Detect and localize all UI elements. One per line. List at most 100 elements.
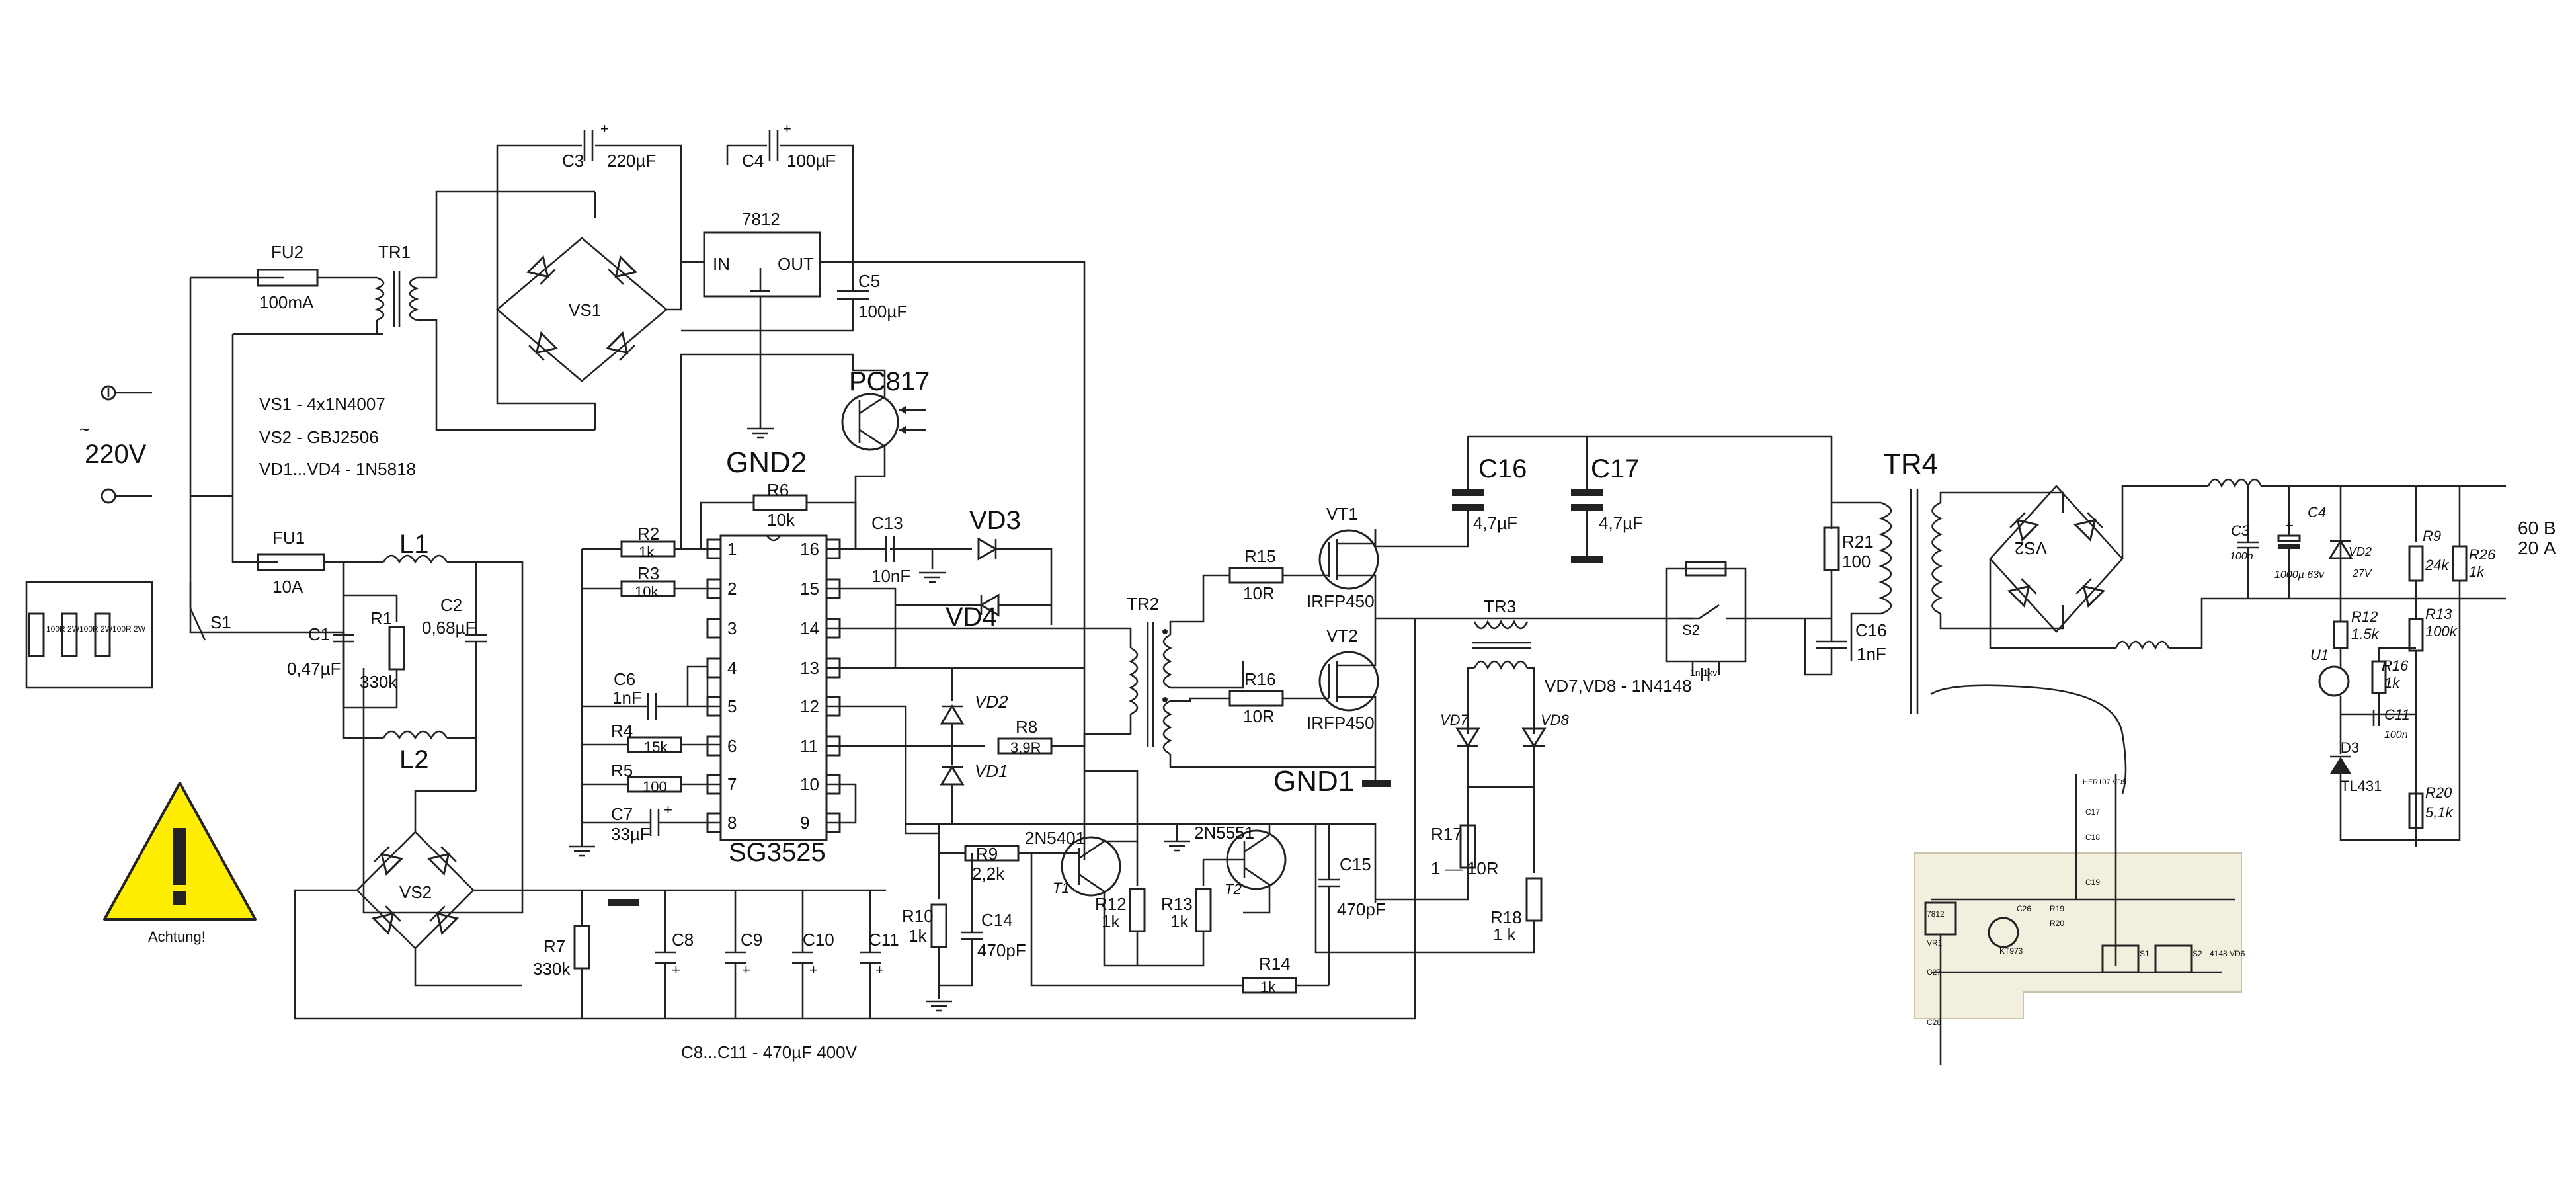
svg-text:1 — 10R: 1 — 10R: [1431, 858, 1499, 878]
svg-text:10nF: 10nF: [871, 566, 910, 586]
resistor-r2: R2 1k: [582, 524, 721, 560]
choke-l1: L1: [362, 530, 524, 914]
resistor-r18: R18 1 k: [1314, 824, 1543, 954]
svg-text:2N5551: 2N5551: [1194, 823, 1254, 843]
switch-s1: S1: [189, 582, 231, 641]
ic-pin-right-label: 10: [800, 774, 819, 794]
svg-text:FU2: FU2: [271, 242, 303, 262]
svg-text:C7: C7: [611, 804, 633, 824]
cap-c2: C2 0,68µF: [422, 562, 487, 738]
note-vd: VD1...VD4 - 1N5818: [259, 459, 416, 479]
fuse-fu2: FU2 100mA: [190, 242, 377, 312]
svg-text:IRFP450: IRFP450: [1307, 591, 1375, 611]
aux-board: 7812 VR1 KT973 C26 R19 R20 C17 C18 C19 H…: [1914, 684, 2245, 1065]
svg-text:R10: R10: [902, 906, 934, 926]
svg-text:R2: R2: [637, 524, 659, 544]
svg-text:C5: C5: [858, 271, 880, 291]
svg-text:1k: 1k: [1260, 979, 1276, 995]
svg-text:S2: S2: [2193, 949, 2202, 958]
choke-output-bottom: [2114, 597, 2506, 650]
output-stage: C3 100n C4 1000µ 63v + VD2 27V R9 24k R2…: [2230, 486, 2496, 847]
diode-vd2: VD2: [940, 668, 1008, 746]
svg-text:2,2k: 2,2k: [972, 864, 1005, 884]
filter-caps: R7 330k C8 + C9 + C10 + C11 + C8...C11 -…: [533, 890, 899, 1062]
diode-vd3: VD3: [969, 506, 1053, 625]
resistor-r9: R9 2,2k: [938, 824, 1051, 884]
svg-text:R8: R8: [1016, 717, 1037, 737]
svg-text:10k: 10k: [767, 510, 795, 530]
svg-text:4148 VD6: 4148 VD6: [2210, 949, 2245, 958]
svg-text:C10: C10: [803, 930, 834, 950]
regulator-7812: 7812 IN OUT: [681, 209, 1086, 860]
svg-text:1k: 1k: [2469, 563, 2485, 580]
svg-text:10k: 10k: [635, 583, 659, 600]
note-vs1: VS1 - 4x1N4007: [259, 394, 385, 414]
svg-text:R20: R20: [2050, 919, 2064, 928]
svg-text:T2: T2: [1225, 881, 1242, 897]
svg-text:VD3: VD3: [969, 506, 1021, 535]
bridge-vs1: VS1: [495, 145, 704, 430]
svg-text:VS2: VS2: [399, 882, 432, 902]
svg-text:100µF: 100µF: [858, 302, 907, 321]
svg-text:10R: 10R: [1243, 706, 1275, 726]
svg-text:3,9R: 3,9R: [1010, 739, 1041, 756]
ic-pin-box: [706, 657, 722, 679]
svg-text:R9: R9: [2423, 528, 2441, 544]
svg-text:1k: 1k: [1170, 911, 1189, 931]
svg-text:VD2: VD2: [2349, 545, 2372, 558]
cap-c6: C6 1nF: [582, 665, 721, 720]
svg-text:S1: S1: [2140, 949, 2150, 958]
svg-text:1k: 1k: [639, 544, 655, 560]
svg-text:OUT: OUT: [778, 254, 814, 274]
resistor-r5: R5 100: [582, 761, 721, 795]
svg-text:C13: C13: [871, 513, 903, 533]
svg-text:1 k: 1 k: [1493, 925, 1517, 944]
resistor-r17: R17 1 — 10R: [1375, 820, 1499, 901]
svg-text:SG3525: SG3525: [729, 838, 826, 867]
svg-text:1k: 1k: [1102, 911, 1120, 931]
mains-voltage-label: 220V: [85, 440, 147, 469]
svg-text:220µF: 220µF: [607, 151, 656, 171]
cap-c14: C14 470pF: [939, 853, 1026, 987]
svg-text:VD1: VD1: [975, 761, 1008, 781]
svg-text:C2: C2: [440, 595, 462, 615]
svg-text:+: +: [783, 120, 791, 137]
svg-text:C15: C15: [1340, 854, 1371, 874]
note-vs2: VS2 - GBJ2506: [259, 427, 379, 447]
svg-text:1n 1kv: 1n 1kv: [1690, 667, 1717, 678]
ic-pin-left-label: 8: [727, 813, 737, 833]
svg-text:C26: C26: [2017, 904, 2031, 913]
transformer-tr4: TR4: [1831, 448, 2064, 714]
svg-text:C28: C28: [1927, 1018, 1941, 1027]
svg-text:R20: R20: [2425, 784, 2452, 801]
ground-gnd1: GND1: [1273, 765, 1391, 798]
svg-text:C18: C18: [2085, 833, 2100, 842]
svg-text:100n: 100n: [2230, 551, 2253, 562]
resistor-r10: R10 1k: [902, 853, 947, 999]
cap-c13: C13 10nF: [856, 513, 947, 586]
svg-text:TL431: TL431: [2341, 778, 2382, 794]
cap-c7: C7 + 33µF: [582, 802, 721, 844]
svg-text:C19: C19: [2085, 878, 2100, 887]
transformer-tr1: TR1: [374, 190, 595, 431]
svg-text:C6: C6: [614, 669, 635, 689]
svg-text:2N5401: 2N5401: [1025, 828, 1085, 848]
svg-text:15k: 15k: [644, 739, 668, 755]
ic-pin-right-label: 12: [800, 696, 819, 716]
resistor-r1: R1 330k: [344, 594, 405, 708]
svg-text:+: +: [2285, 517, 2294, 534]
svg-text:C1: C1: [308, 624, 330, 644]
cap-c3: C3 220µF +: [497, 120, 682, 310]
svg-text:L1: L1: [399, 530, 429, 559]
svg-text:100: 100: [1842, 552, 1871, 571]
svg-text:R12: R12: [1095, 894, 1127, 914]
svg-text:VD8: VD8: [1541, 712, 1570, 728]
bridge-vs2-output: VS2: [1989, 485, 2208, 649]
svg-text:470pF: 470pF: [1337, 899, 1386, 919]
svg-text:C14: C14: [981, 910, 1013, 930]
svg-text:+: +: [672, 962, 680, 978]
resistor-r16: R16 10R: [1228, 669, 1329, 726]
svg-text:C16: C16: [1478, 454, 1527, 483]
svg-text:1nF: 1nF: [612, 688, 642, 708]
ic-pin-right-label: 9: [800, 813, 809, 833]
